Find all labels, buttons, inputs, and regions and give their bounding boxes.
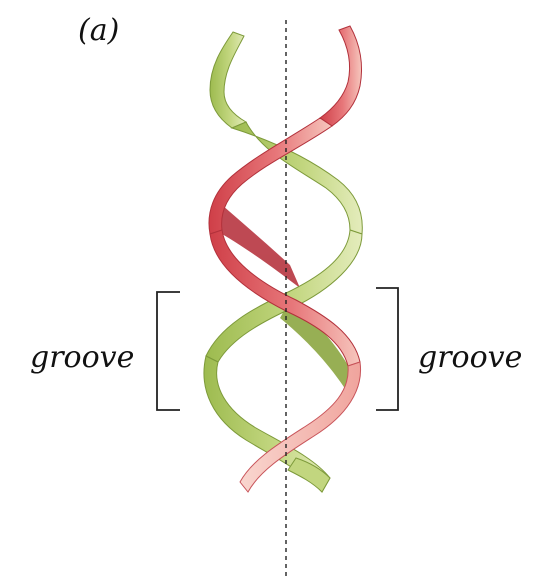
green-strand-top-tail	[210, 32, 246, 128]
left-groove-label: groove	[30, 340, 134, 375]
green-strand-front-crossing	[288, 458, 330, 492]
right-groove-label: groove	[418, 340, 522, 375]
right-groove-bracket	[376, 288, 398, 410]
left-groove-bracket	[157, 292, 180, 410]
red-strand-segment-3	[210, 230, 360, 366]
red-strand-top-tail	[320, 26, 362, 126]
panel-label: (a)	[78, 13, 119, 48]
